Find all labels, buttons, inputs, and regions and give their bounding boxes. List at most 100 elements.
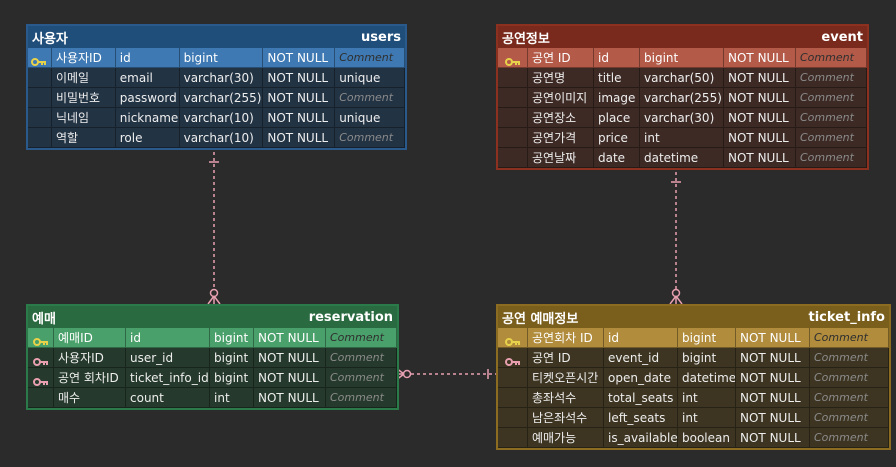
comment-cell[interactable]: Comment	[796, 88, 867, 108]
logical-name-cell[interactable]: 남은좌석수	[528, 408, 604, 428]
nullability-cell[interactable]: NOT NULL	[263, 88, 336, 108]
logical-name-cell[interactable]: 예매ID	[54, 328, 126, 348]
column-name-cell[interactable]: left_seats	[604, 408, 678, 428]
data-type-cell[interactable]: varchar(255)	[640, 88, 724, 108]
nullability-cell[interactable]: NOT NULL	[736, 388, 810, 408]
nullability-cell[interactable]: NOT NULL	[736, 428, 810, 448]
data-type-cell[interactable]: int	[678, 408, 736, 428]
nullability-cell[interactable]: NOT NULL	[263, 128, 336, 148]
logical-name-cell[interactable]: 공연이미지	[528, 88, 594, 108]
relation-users-reservation[interactable]	[207, 152, 221, 305]
logical-name-cell[interactable]: 비밀번호	[51, 88, 116, 108]
data-type-cell[interactable]: bigint	[678, 348, 736, 368]
comment-cell[interactable]: Comment	[335, 48, 405, 68]
column-name-cell[interactable]: user_id	[126, 348, 210, 368]
logical-name-cell[interactable]: 매수	[54, 388, 126, 408]
logical-name-cell[interactable]: 티켓오픈시간	[528, 368, 604, 388]
logical-name-cell[interactable]: 공연가격	[528, 128, 594, 148]
nullability-cell[interactable]: NOT NULL	[736, 368, 810, 388]
table-header[interactable]: 공연 예매정보 ticket_info	[498, 306, 889, 328]
comment-cell[interactable]: Comment	[810, 408, 889, 428]
table-header[interactable]: 공연정보 event	[498, 26, 867, 48]
nullability-cell[interactable]: NOT NULL	[724, 108, 796, 128]
data-type-cell[interactable]: varchar(10)	[179, 108, 264, 128]
column-name-cell[interactable]: open_date	[604, 368, 678, 388]
comment-cell[interactable]: Comment	[335, 128, 405, 148]
data-type-cell[interactable]: bigint	[179, 48, 264, 68]
data-type-cell[interactable]: bigint	[210, 348, 254, 368]
column-name-cell[interactable]: email	[115, 68, 180, 88]
nullability-cell[interactable]: NOT NULL	[254, 368, 326, 388]
data-type-cell[interactable]: datetime	[640, 148, 724, 168]
data-type-cell[interactable]: varchar(255)	[179, 88, 264, 108]
comment-cell[interactable]: Comment	[810, 328, 889, 348]
logical-name-cell[interactable]: 공연 ID	[528, 348, 604, 368]
data-type-cell[interactable]: varchar(30)	[179, 68, 264, 88]
table-header[interactable]: 사용자 users	[28, 26, 405, 48]
logical-name-cell[interactable]: 총좌석수	[528, 388, 604, 408]
logical-name-cell[interactable]: 공연장소	[528, 108, 594, 128]
comment-cell[interactable]: Comment	[796, 108, 867, 128]
logical-name-cell[interactable]: 공연 ID	[528, 48, 594, 68]
data-type-cell[interactable]: int	[640, 128, 724, 148]
logical-name-cell[interactable]: 공연 회차ID	[54, 368, 126, 388]
comment-cell[interactable]: Comment	[335, 88, 405, 108]
comment-cell[interactable]: Comment	[810, 388, 889, 408]
table-header[interactable]: 예매 reservation	[28, 306, 397, 328]
data-type-cell[interactable]: boolean	[678, 428, 736, 448]
column-name-cell[interactable]: role	[115, 128, 180, 148]
column-name-cell[interactable]: count	[126, 388, 210, 408]
data-type-cell[interactable]: varchar(50)	[640, 68, 724, 88]
column-name-cell[interactable]: price	[594, 128, 640, 148]
nullability-cell[interactable]: NOT NULL	[254, 388, 326, 408]
column-name-cell[interactable]: nickname	[115, 108, 180, 128]
column-name-cell[interactable]: id	[594, 48, 640, 68]
nullability-cell[interactable]: NOT NULL	[736, 348, 810, 368]
column-name-cell[interactable]: password	[115, 88, 180, 108]
column-name-cell[interactable]: ticket_info_id	[126, 368, 210, 388]
logical-name-cell[interactable]: 공연회차 ID	[528, 328, 604, 348]
data-type-cell[interactable]: bigint	[210, 328, 254, 348]
column-name-cell[interactable]: place	[594, 108, 640, 128]
nullability-cell[interactable]: NOT NULL	[263, 68, 336, 88]
comment-cell[interactable]: unique	[335, 108, 405, 128]
data-type-cell[interactable]: varchar(10)	[179, 128, 264, 148]
nullability-cell[interactable]: NOT NULL	[263, 108, 336, 128]
column-name-cell[interactable]: id	[126, 328, 210, 348]
comment-cell[interactable]: Comment	[326, 368, 397, 388]
logical-name-cell[interactable]: 이메일	[51, 68, 116, 88]
nullability-cell[interactable]: NOT NULL	[736, 408, 810, 428]
comment-cell[interactable]: Comment	[796, 128, 867, 148]
comment-cell[interactable]: Comment	[326, 348, 397, 368]
data-type-cell[interactable]: datetime	[678, 368, 736, 388]
comment-cell[interactable]: Comment	[810, 368, 889, 388]
data-type-cell[interactable]: int	[678, 388, 736, 408]
data-type-cell[interactable]: bigint	[640, 48, 724, 68]
comment-cell[interactable]: Comment	[796, 48, 867, 68]
data-type-cell[interactable]: int	[210, 388, 254, 408]
logical-name-cell[interactable]: 닉네임	[51, 108, 116, 128]
logical-name-cell[interactable]: 예매가능	[528, 428, 604, 448]
logical-name-cell[interactable]: 역할	[51, 128, 116, 148]
nullability-cell[interactable]: NOT NULL	[724, 148, 796, 168]
relation-ticket-info-reservation[interactable]	[395, 367, 496, 381]
nullability-cell[interactable]: NOT NULL	[263, 48, 336, 68]
data-type-cell[interactable]: bigint	[678, 328, 736, 348]
comment-cell[interactable]: Comment	[810, 428, 889, 448]
column-name-cell[interactable]: date	[594, 148, 640, 168]
